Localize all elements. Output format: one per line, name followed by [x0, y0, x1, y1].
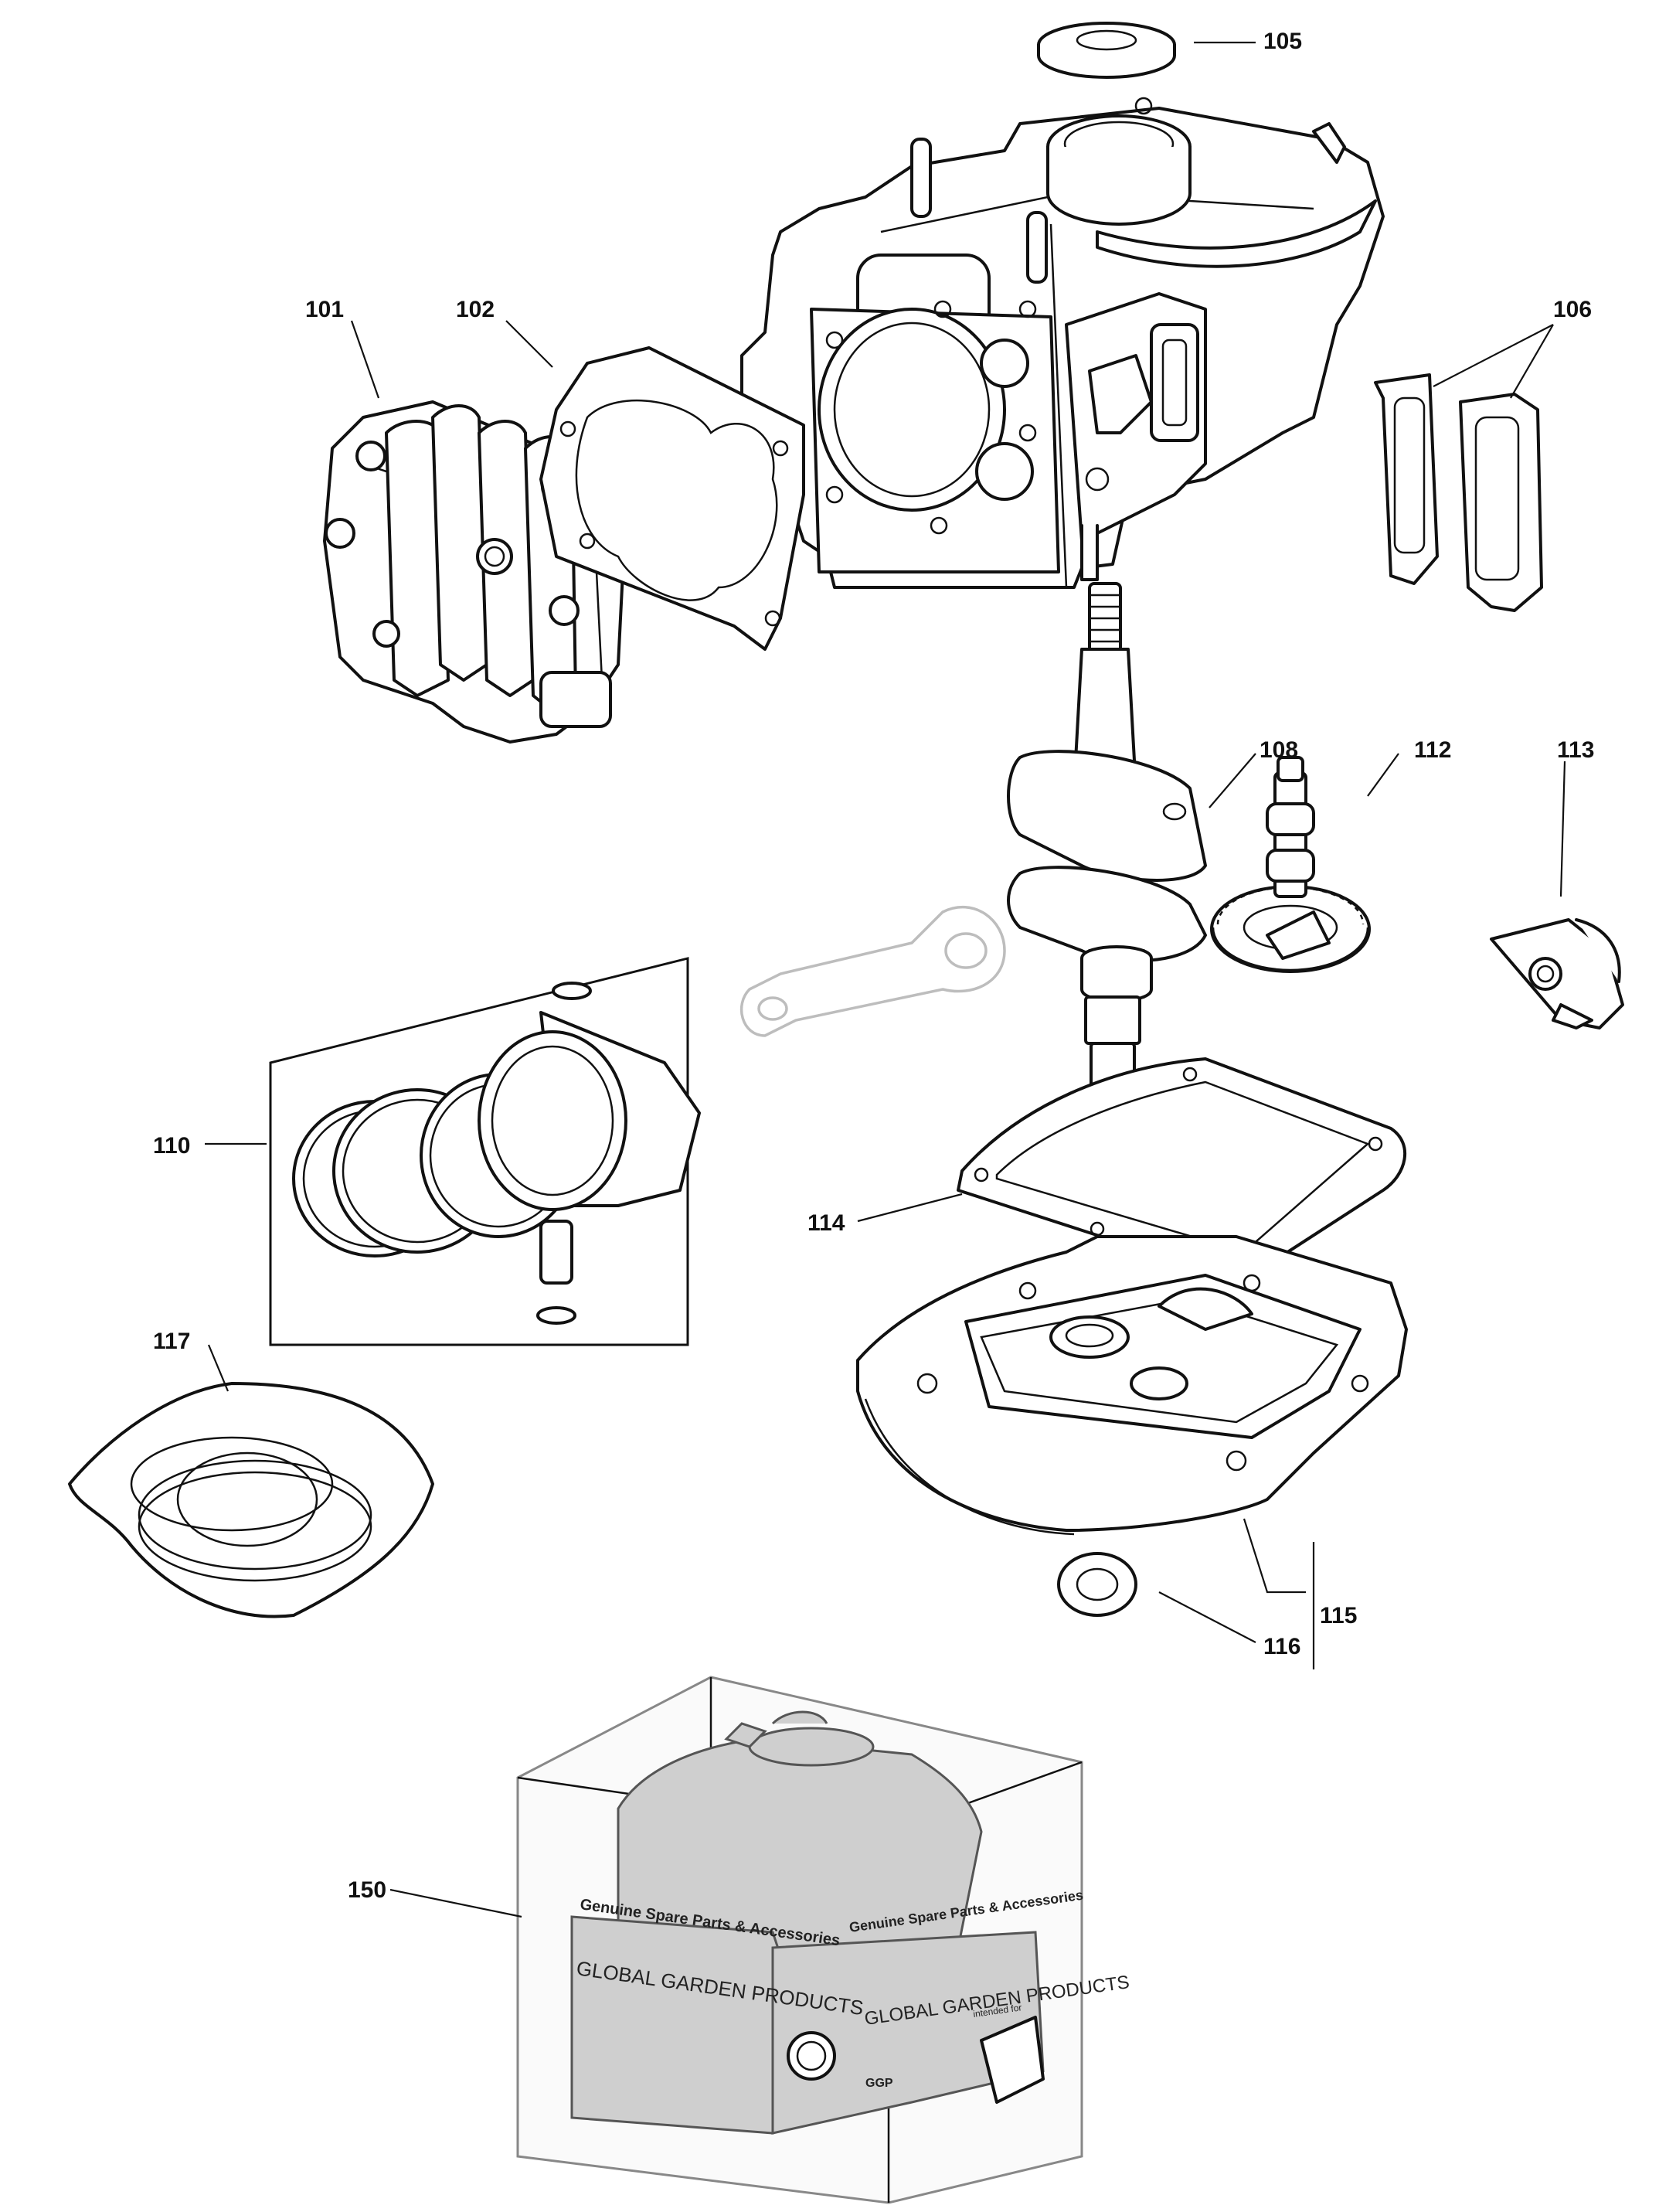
part-106-gasket-pair[interactable] — [1374, 373, 1543, 612]
callout-102[interactable]: 102 — [456, 297, 495, 322]
callout-114[interactable]: 114 — [807, 1210, 845, 1236]
part-115-crankcase-cover[interactable] — [856, 1235, 1408, 1536]
callout-110[interactable]: 110 — [153, 1133, 190, 1159]
callout-113[interactable]: 113 — [1557, 737, 1594, 763]
package-ggp-logo-text: GGP — [865, 2077, 893, 2090]
part-108-crankshaft[interactable] — [1007, 582, 1207, 1159]
callout-112[interactable]: 112 — [1414, 737, 1451, 763]
callout-108[interactable]: 108 — [1260, 737, 1298, 763]
part-crankcase-block[interactable] — [740, 97, 1385, 589]
callout-117[interactable]: 117 — [153, 1329, 190, 1354]
part-102-head-gasket[interactable] — [539, 346, 805, 651]
part-150-complete-engine-package[interactable] — [516, 1676, 1083, 2204]
part-113-governor-assembly[interactable] — [1490, 918, 1624, 1029]
ghost-connecting-rod — [740, 906, 1006, 1037]
callout-150[interactable]: 150 — [348, 1877, 386, 1903]
part-112-camshaft[interactable] — [1210, 756, 1371, 973]
callout-105[interactable]: 105 — [1263, 29, 1302, 54]
part-105-oil-seal[interactable] — [1037, 22, 1176, 79]
callout-101[interactable]: 101 — [305, 297, 344, 322]
leader-lines — [205, 41, 1566, 1918]
callout-115[interactable]: 115 — [1320, 1603, 1357, 1628]
part-117-piston-ring-set[interactable] — [68, 1382, 434, 1618]
callout-106[interactable]: 106 — [1553, 297, 1592, 322]
callout-116[interactable]: 116 — [1263, 1634, 1300, 1659]
part-116-oil-seal[interactable] — [1057, 1552, 1137, 1617]
part-110-piston-kit[interactable] — [269, 957, 701, 1346]
